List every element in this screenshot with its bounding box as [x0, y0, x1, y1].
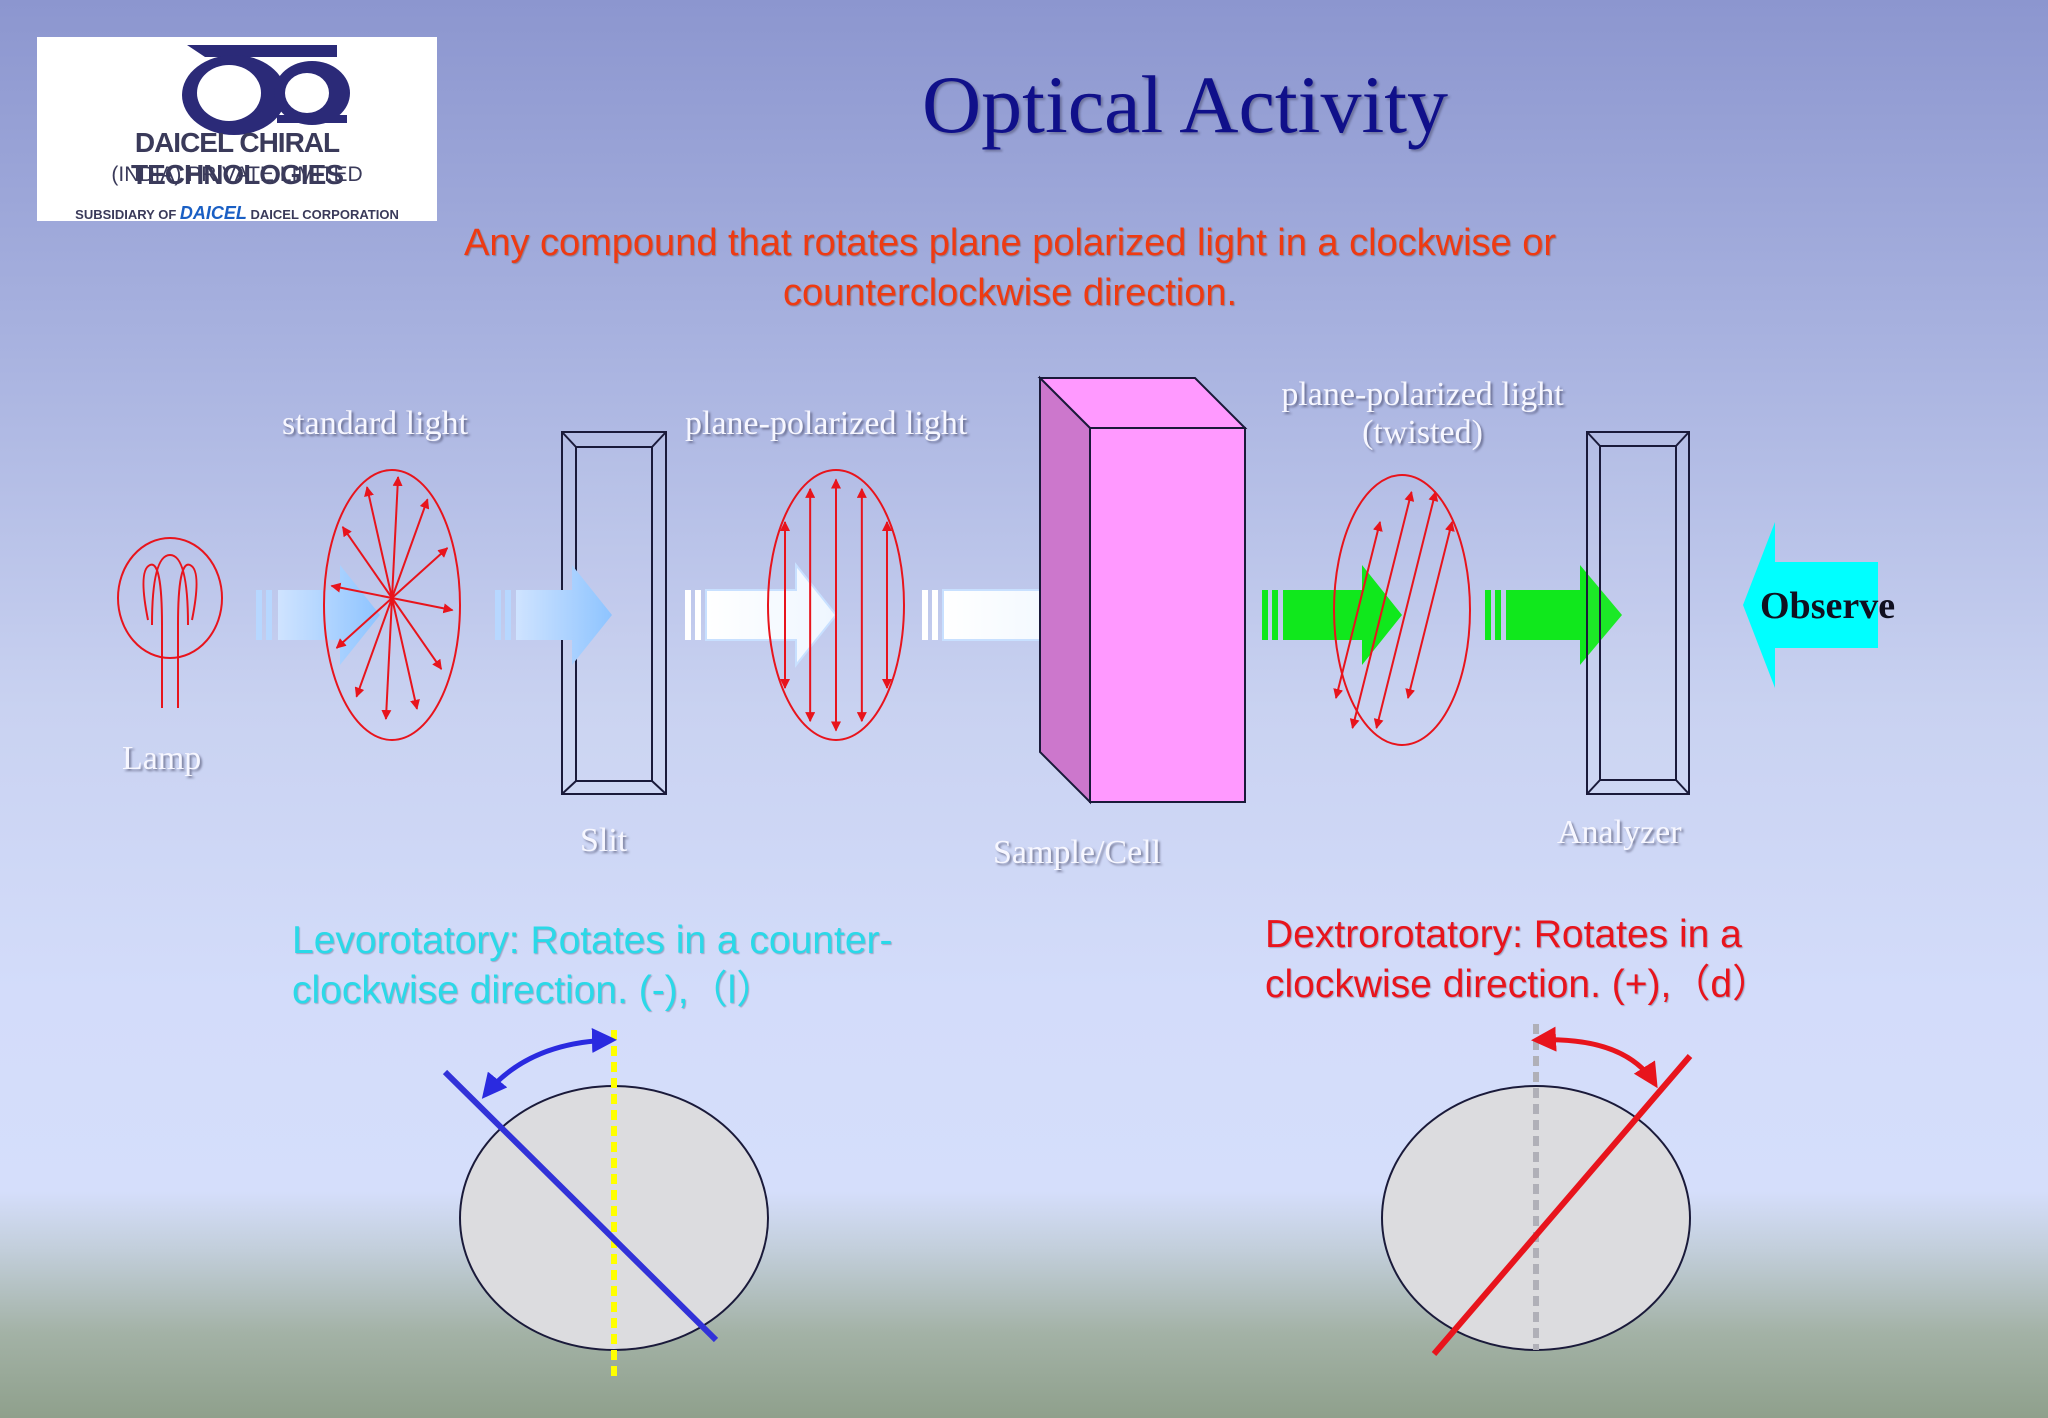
slide-subtitle: Any compound that rotates plane polarize…	[463, 222, 1557, 314]
twisted-light-label: plane-polarized light (twisted)	[1281, 376, 1564, 451]
analyzer-label: Analyzer	[1557, 814, 1682, 851]
vector-arrow	[391, 597, 443, 670]
light-arrow-2	[495, 565, 612, 665]
analyzer-frame	[1586, 431, 1690, 795]
light-arrow-1	[256, 565, 380, 665]
lamp-icon	[117, 537, 223, 708]
observe-arrow	[1743, 522, 1878, 688]
logo-company-name: DAICEL CHIRAL TECHNOLOGIES	[130, 127, 344, 190]
logo-company-subname: (INDIA) PRIVATE LIMITED	[111, 163, 363, 186]
sample-cell	[1037, 375, 1248, 805]
unpolarized-light-vectors	[323, 469, 461, 741]
vector-arrow	[330, 582, 393, 599]
vector-arrow	[341, 526, 393, 599]
dextrorotatory-illustration	[1381, 1024, 1693, 1356]
vector-arrow	[391, 476, 403, 599]
levorotatory-illustration	[442, 1027, 769, 1378]
twisted-polarized-light-vectors	[1333, 474, 1471, 746]
lamp-label: Lamp	[122, 740, 202, 777]
vector-arrow	[335, 597, 393, 649]
observe-label: Observe	[1760, 585, 1896, 627]
company-logo: DAICEL CHIRAL TECHNOLOGIES (INDIA) PRIVA…	[37, 37, 437, 223]
logo-emblem	[182, 45, 350, 135]
vector-arrow	[391, 597, 454, 614]
slit-label: Slit	[580, 822, 628, 859]
levorotatory-caption: Levorotatory: Rotates in a counter- cloc…	[292, 919, 893, 1012]
vector-arrow	[391, 498, 430, 599]
standard-light-label: standard light	[282, 405, 469, 442]
vector-arrow	[364, 486, 393, 599]
vector-arrow	[391, 597, 420, 710]
logo-subsidiary-line: SUBSIDIARY OF DAICEL DAICEL CORPORATION	[75, 203, 399, 223]
light-arrow-3	[685, 562, 838, 668]
sample-cell-label: Sample/Cell	[993, 834, 1162, 871]
vector-arrow	[391, 547, 449, 599]
vector-arrow	[381, 597, 393, 720]
plane-polarized-light-vectors	[767, 469, 905, 741]
dextrorotatory-caption: Dextrorotatory: Rotates in a clockwise d…	[1265, 913, 1772, 1006]
vector-arrow	[354, 597, 393, 698]
slide-title: Optical Activity	[921, 59, 1449, 150]
light-arrow-6	[1485, 565, 1622, 665]
plane-polarized-light-label: plane-polarized light	[685, 405, 968, 442]
vector-arrow	[1405, 521, 1455, 699]
